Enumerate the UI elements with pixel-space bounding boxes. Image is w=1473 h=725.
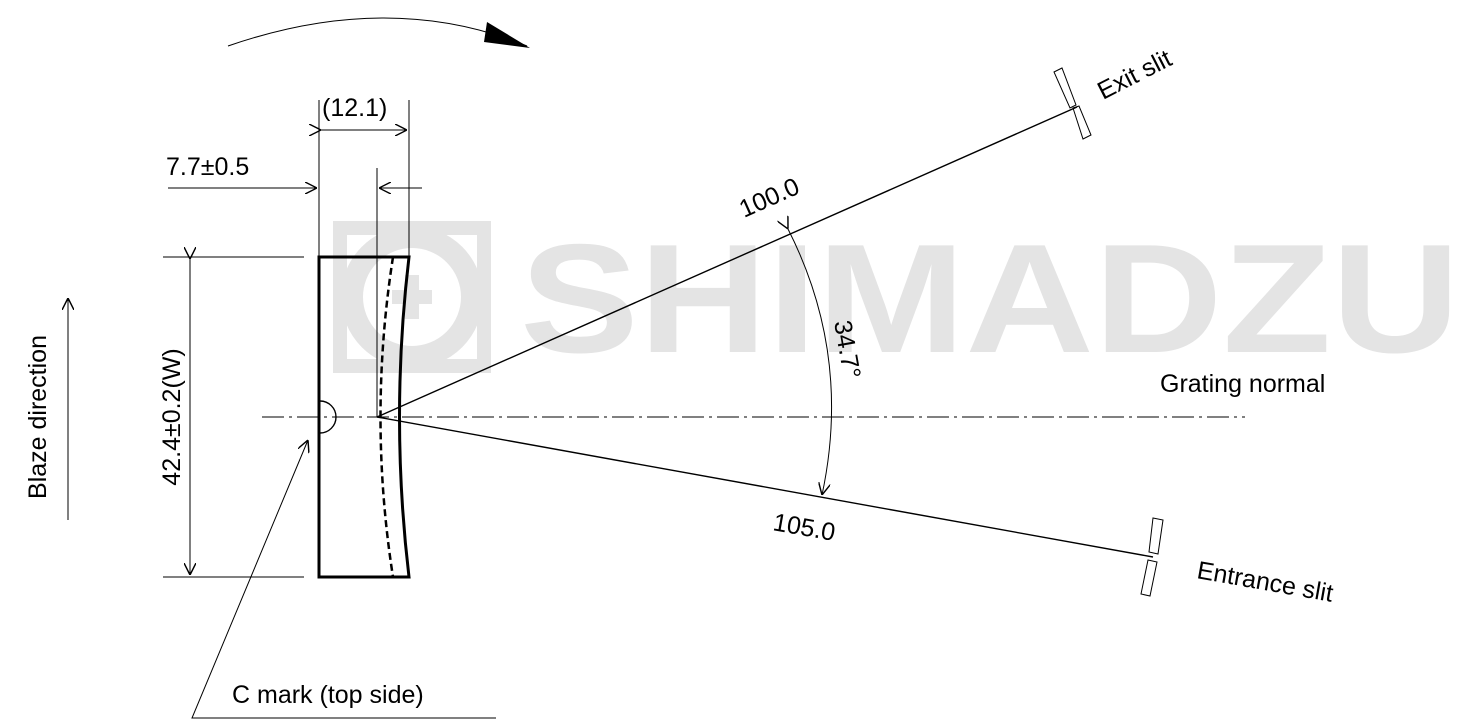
grating-body <box>317 255 411 579</box>
dimension-offset-label: 7.7±0.5 <box>166 153 249 181</box>
exit-slit-lower <box>1072 105 1092 140</box>
entrance-distance-label: 105.0 <box>771 508 837 546</box>
dimension-width-label: (12.1) <box>322 94 387 122</box>
c-mark-label: C mark (top side) <box>232 681 424 709</box>
entrance-slit-label: Entrance slit <box>1195 556 1335 607</box>
grating-normal-label: Grating normal <box>1160 370 1325 398</box>
exit-ray <box>376 106 1078 418</box>
exit-slit-label: Exit slit <box>1093 44 1176 105</box>
watermark-emblem-icon <box>341 226 483 368</box>
watermark-emblem-frame <box>333 221 491 373</box>
c-mark-leader <box>191 440 496 719</box>
watermark-logo: SHIMADZU <box>333 212 1460 385</box>
entrance-slit-lower <box>1140 559 1158 597</box>
blaze-direction-label: Blaze direction <box>24 335 52 499</box>
watermark-text: SHIMADZU <box>520 212 1460 385</box>
rotation-arc <box>227 17 528 47</box>
entrance-ray <box>376 416 1154 558</box>
exit-slit-upper <box>1053 67 1077 109</box>
entrance-slit-upper <box>1148 517 1164 555</box>
dimension-height-label: 42.4±0.2(W) <box>158 348 186 485</box>
angle-arc <box>788 229 833 495</box>
rotation-arrow-icon <box>484 22 530 48</box>
